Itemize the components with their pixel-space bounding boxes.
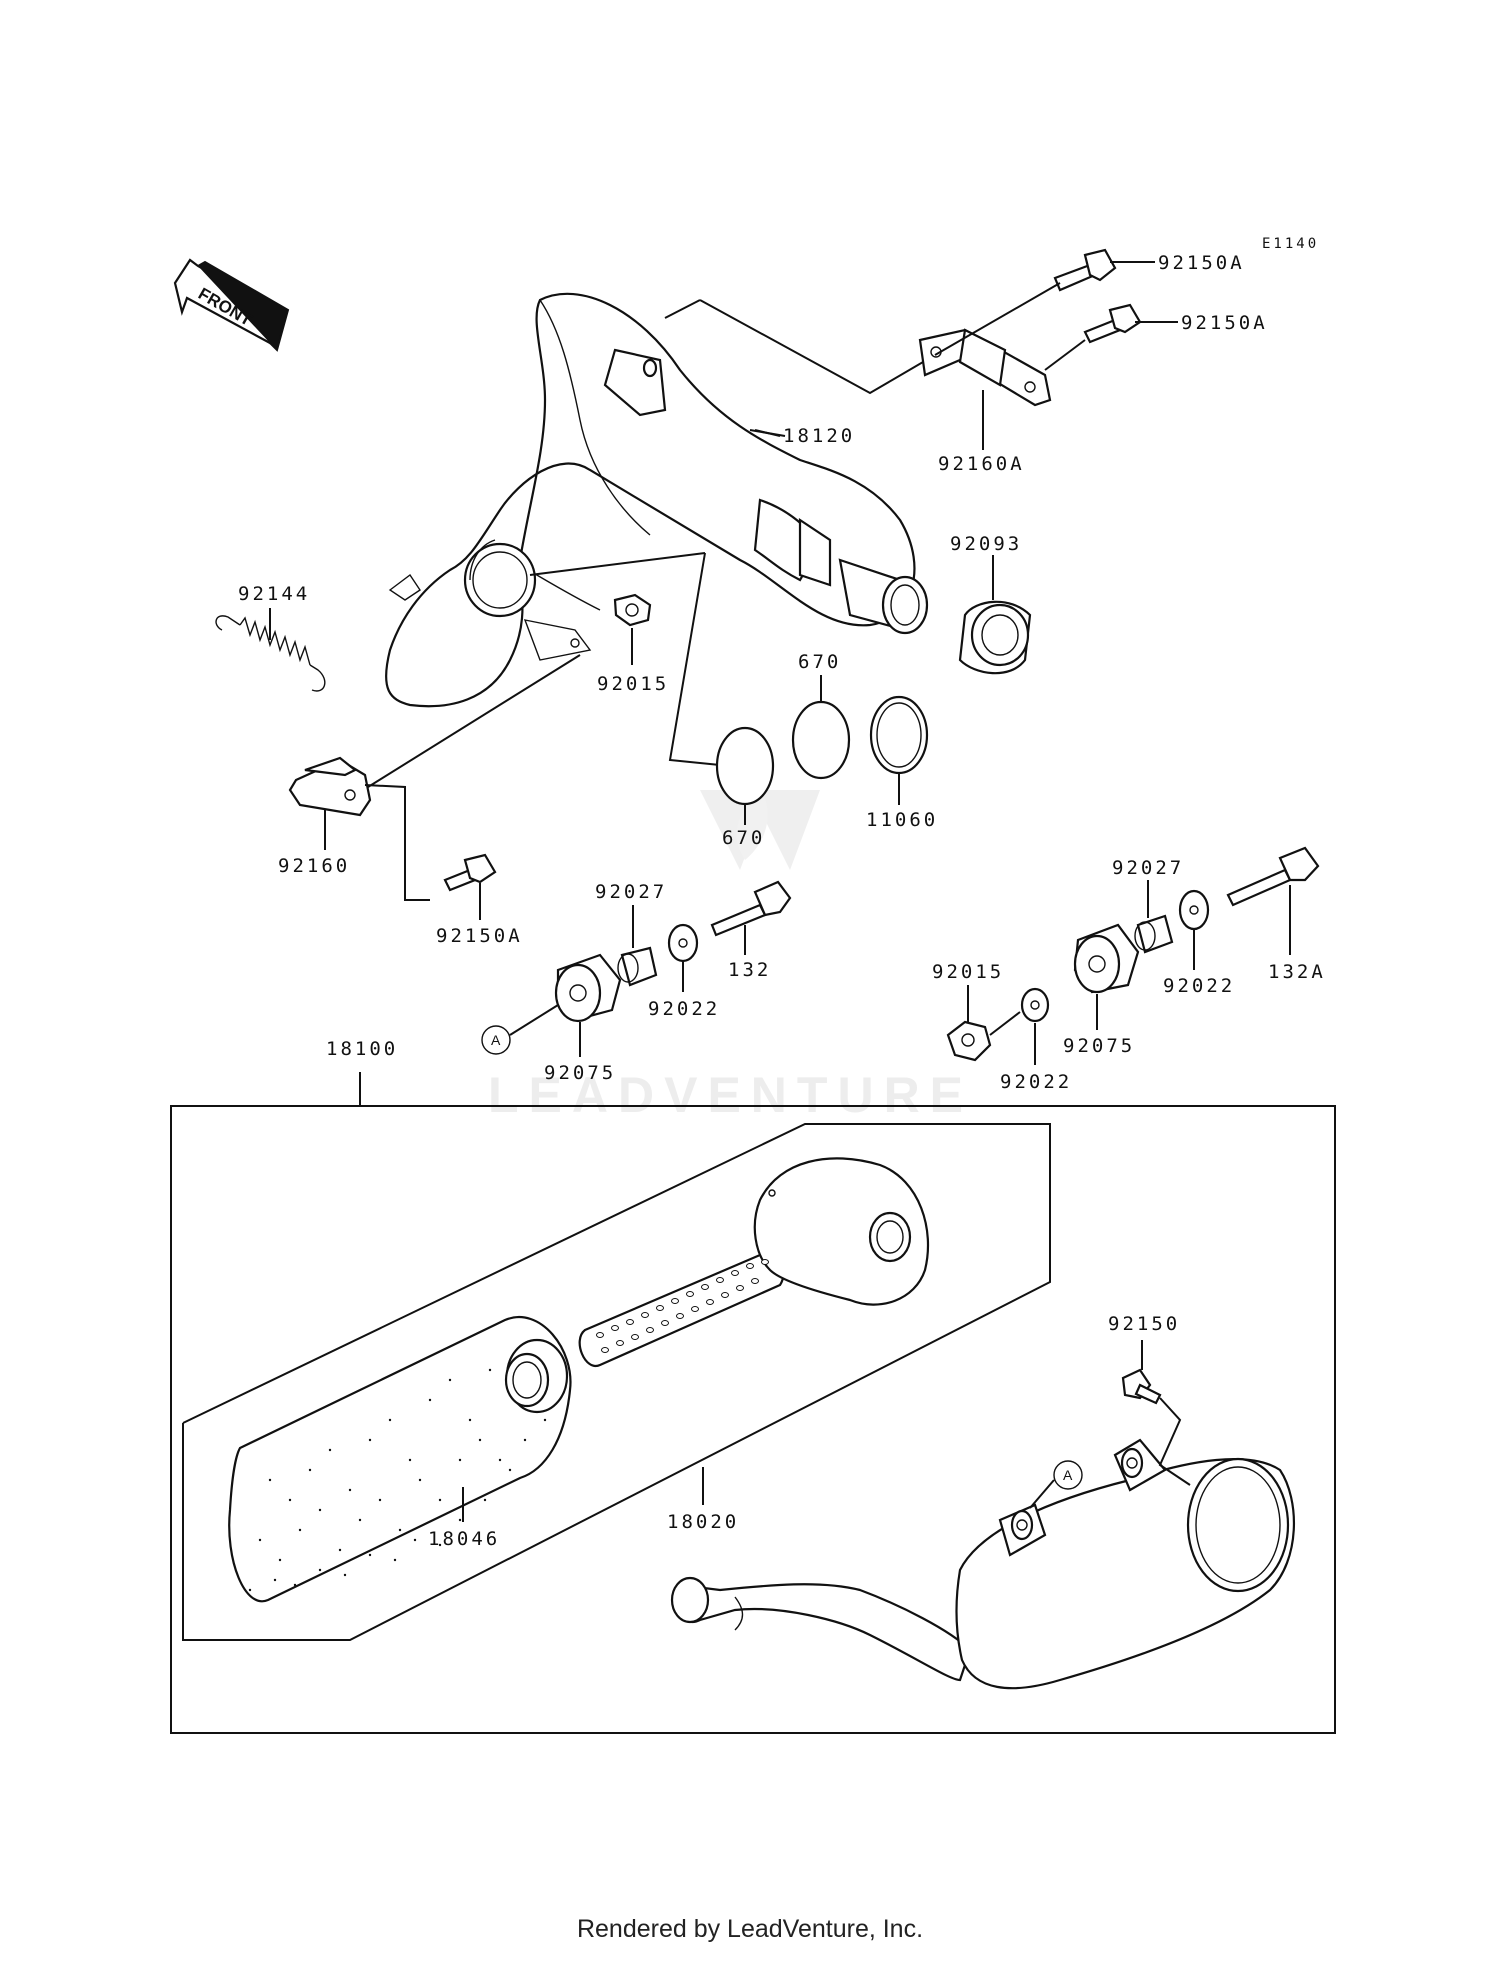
washer-92022-a (667, 923, 699, 963)
bracket-92160 (288, 756, 372, 817)
reference-code: E1140 (1262, 236, 1319, 252)
label-92150A-3: 92150A (436, 925, 523, 947)
label-92027-1: 92027 (595, 881, 667, 903)
spring-92144 (215, 615, 326, 692)
label-92015-1: 92015 (597, 673, 669, 695)
muffler-body (670, 1438, 1295, 1690)
label-92075-2: 92075 (1063, 1035, 1135, 1057)
grommet-92075-a (554, 953, 622, 1023)
watermark: LEADVENTURE (488, 770, 973, 1123)
label-18046: 18046 (428, 1528, 500, 1550)
washer-92022-c (1020, 987, 1050, 1023)
callout-a-right (1053, 1460, 1083, 1490)
collar-92027-b (1134, 914, 1174, 954)
label-92150A-2: 92150A (1181, 312, 1268, 334)
muffler-group-box (170, 1105, 1336, 1734)
bolt-92150A-second (1083, 303, 1142, 344)
callout-a-left (481, 1025, 511, 1055)
gasket-670-a (715, 726, 775, 806)
label-92015-2: 92015 (932, 961, 1004, 983)
packing-18046 (228, 1316, 572, 1603)
label-92022-1: 92022 (648, 998, 720, 1020)
footer-credit: Rendered by LeadVenture, Inc. (576, 1915, 924, 1943)
label-92160A: 92160A (938, 453, 1025, 475)
callout-a-left-letter: A (491, 1032, 501, 1048)
washer-92022-b (1178, 889, 1210, 931)
inner-assembly-frame (182, 1123, 1051, 1641)
label-92022-3: 92022 (1000, 1071, 1072, 1093)
front-arrow-icon: FRONT (173, 258, 290, 352)
label-11060: 11060 (866, 809, 938, 831)
bracket-92160A (918, 328, 1052, 407)
label-92160: 92160 (278, 855, 350, 877)
nut-92015-top (613, 593, 652, 627)
label-18120: 18120 (783, 425, 855, 447)
grommet-92075-b (1073, 923, 1140, 994)
gasket-670-b (791, 700, 851, 780)
callout-a-right-letter: A (1063, 1467, 1073, 1483)
insert-pipe-18020 (578, 1157, 930, 1368)
bolt-92150 (1121, 1368, 1162, 1405)
label-18020: 18020 (667, 1511, 739, 1533)
collar-92027-a (617, 946, 658, 987)
bolt-92150A-lower (443, 853, 497, 892)
bolt-132 (710, 880, 792, 937)
gasket-11060 (869, 695, 929, 775)
label-92144: 92144 (238, 583, 310, 605)
collar-92093 (958, 600, 1032, 675)
label-670-top: 670 (798, 651, 841, 673)
label-92150: 92150 (1108, 1313, 1180, 1335)
nut-92015-lower (946, 1020, 992, 1062)
bolt-132A (1226, 846, 1320, 907)
exhaust-pipe-18120 (385, 292, 929, 708)
label-92075-1: 92075 (544, 1062, 616, 1084)
label-18100: 18100 (326, 1038, 398, 1060)
label-132: 132 (728, 959, 771, 981)
label-92150A-1: 92150A (1158, 252, 1245, 274)
label-92093: 92093 (950, 533, 1022, 555)
label-92027-2: 92027 (1112, 857, 1184, 879)
label-670-bottom: 670 (722, 827, 765, 849)
label-132A: 132A (1268, 961, 1326, 983)
watermark-text: LEADVENTURE (488, 1067, 973, 1123)
bolt-92150A-top (1053, 248, 1117, 292)
label-92022-2: 92022 (1163, 975, 1235, 997)
